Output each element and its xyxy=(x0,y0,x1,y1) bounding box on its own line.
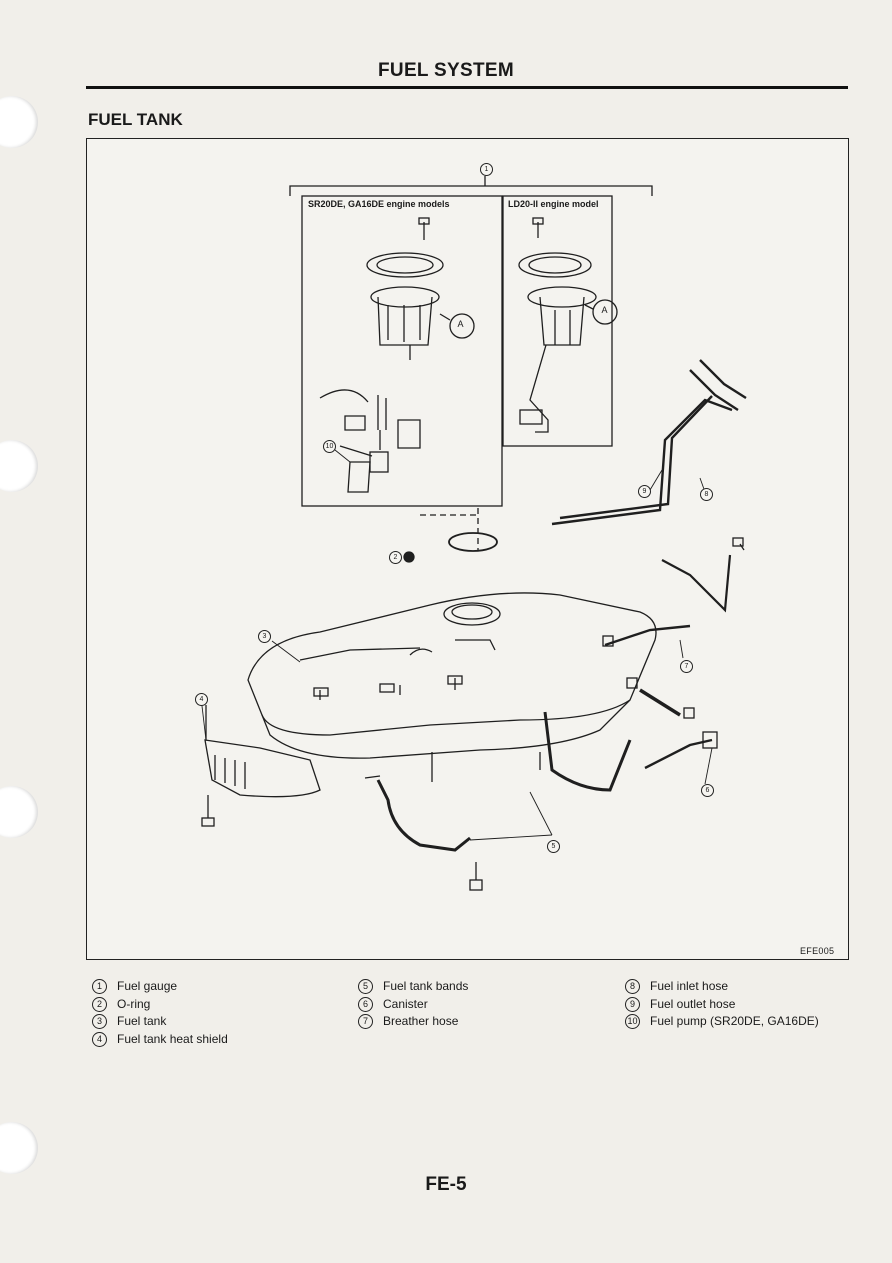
callout-8: 8 xyxy=(700,488,713,501)
detail-a-label-right: A xyxy=(601,305,608,315)
model-bracket xyxy=(289,185,653,196)
title-rule xyxy=(86,86,848,89)
box-sr20de-ga16de xyxy=(301,195,503,507)
callout-3: 3 xyxy=(258,630,271,643)
box-ld20 xyxy=(502,195,613,447)
callout-6: 6 xyxy=(701,784,714,797)
page-number: FE-5 xyxy=(425,1174,467,1195)
fuel-gauge-assembly-left xyxy=(319,217,444,493)
fuel-tank xyxy=(247,592,657,759)
model-label-sr20de-ga16de: SR20DE, GA16DE engine models xyxy=(308,199,450,209)
do-not-reuse-mark xyxy=(403,551,415,563)
fuel-tank-bands xyxy=(364,711,632,891)
o-ring xyxy=(448,532,498,552)
callout-5: 5 xyxy=(547,840,560,853)
fuel-gauge-assembly-right xyxy=(518,217,597,433)
detail-a-circle-left xyxy=(449,313,475,339)
callout-9: 9 xyxy=(638,485,651,498)
fuel-hoses xyxy=(551,359,747,770)
callout-1: 1 xyxy=(480,163,493,176)
leader-lines xyxy=(201,445,713,841)
fuel-tank-heat-shield xyxy=(201,705,321,827)
callout-10: 10 xyxy=(323,440,336,453)
page-title: FUEL SYSTEM xyxy=(378,60,514,81)
model-label-ld20: LD20-II engine model xyxy=(508,199,599,209)
callout-2: 2 xyxy=(389,551,402,564)
callout-4: 4 xyxy=(195,693,208,706)
callout-7: 7 xyxy=(680,660,693,673)
detail-a-label-left: A xyxy=(457,319,464,329)
figure-code: EFE005 xyxy=(800,946,835,956)
diagram-frame xyxy=(86,138,849,960)
section-title: FUEL TANK xyxy=(88,110,183,129)
detail-a-circle-right xyxy=(592,299,618,325)
